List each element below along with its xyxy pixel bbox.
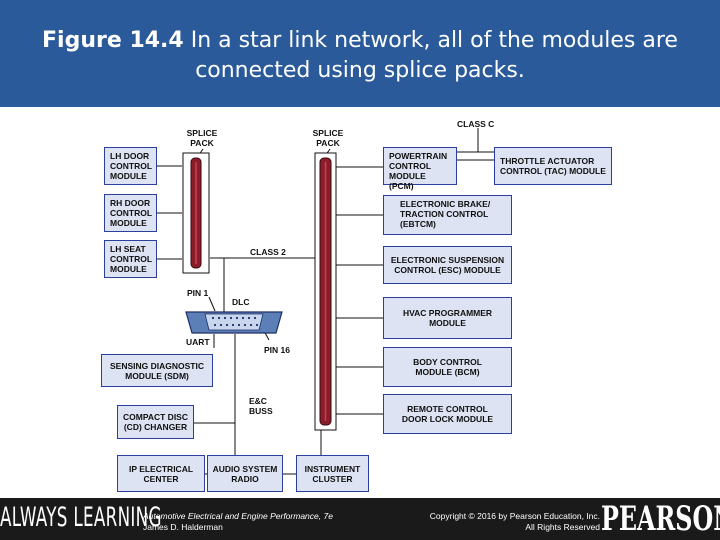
- lh-door-control-module: LH DOOR CONTROL MODULE: [104, 147, 157, 185]
- powertrain-control-module: POWERTRAIN CONTROL MODULE (PCM): [383, 147, 457, 191]
- lh-seat-control-module: LH SEAT CONTROL MODULE: [104, 240, 157, 278]
- figure-caption: In a star link network, all of the modul…: [183, 28, 678, 83]
- leader-pin-1: [208, 296, 216, 312]
- pin-16-label: PIN 16: [264, 345, 290, 355]
- pearson-logo: PEARSON: [601, 499, 720, 539]
- instrument-cluster: INSTRUMENT CLUSTER: [296, 455, 369, 492]
- ebtcm-module: ELECTRONIC BRAKE/ TRACTION CONTROL (EBTC…: [383, 195, 512, 235]
- book-author: James D. Halderman: [143, 522, 223, 532]
- copyright-line: Copyright © 2016 by Pearson Education, I…: [429, 511, 600, 521]
- hvac-programmer-module: HVAC PROGRAMMER MODULE: [383, 297, 512, 339]
- splice-pack-right-label: SPLICE PACK: [312, 128, 344, 148]
- dlc-label: DLC: [232, 297, 250, 307]
- rights-reserved: All Rights Reserved: [525, 522, 600, 532]
- ec-buss-label: E&C BUSS: [249, 396, 273, 416]
- esc-module: ELECTRONIC SUSPENSION CONTROL (ESC) MODU…: [383, 246, 512, 284]
- class-2-label: CLASS 2: [250, 247, 286, 257]
- always-learning-logo: ALWAYS LEARNING: [0, 502, 162, 533]
- slide-header: [0, 0, 720, 107]
- uart-label: UART: [186, 337, 210, 347]
- audio-system-radio: AUDIO SYSTEM RADIO: [207, 455, 283, 492]
- slide-footer: [0, 498, 720, 540]
- compact-disc-changer: COMPACT DISC (CD) CHANGER: [117, 405, 194, 439]
- rh-door-control-module: RH DOOR CONTROL MODULE: [104, 194, 157, 232]
- sensing-diagnostic-module: SENSING DIAGNOSTIC MODULE (SDM): [101, 354, 213, 387]
- book-title: Automotive Electrical and Engine Perform…: [143, 511, 333, 521]
- slide-title: Figure 14.4 In a star link network, all …: [20, 26, 700, 86]
- ip-electrical-center: IP ELECTRICAL CENTER: [117, 455, 205, 492]
- class-c-label: CLASS C: [457, 119, 495, 129]
- body-control-module: BODY CONTROL MODULE (BCM): [383, 347, 512, 387]
- pin-1-label: PIN 1: [187, 288, 209, 298]
- splice-pack-left-label: SPLICE PACK: [186, 128, 218, 148]
- remote-control-door-lock-module: REMOTE CONTROL DOOR LOCK MODULE: [383, 394, 512, 434]
- figure-number: Figure 14.4: [42, 28, 184, 53]
- throttle-actuator-control-module: THROTTLE ACTUATOR CONTROL (TAC) MODULE: [494, 147, 612, 185]
- dlc-connector: [185, 311, 283, 334]
